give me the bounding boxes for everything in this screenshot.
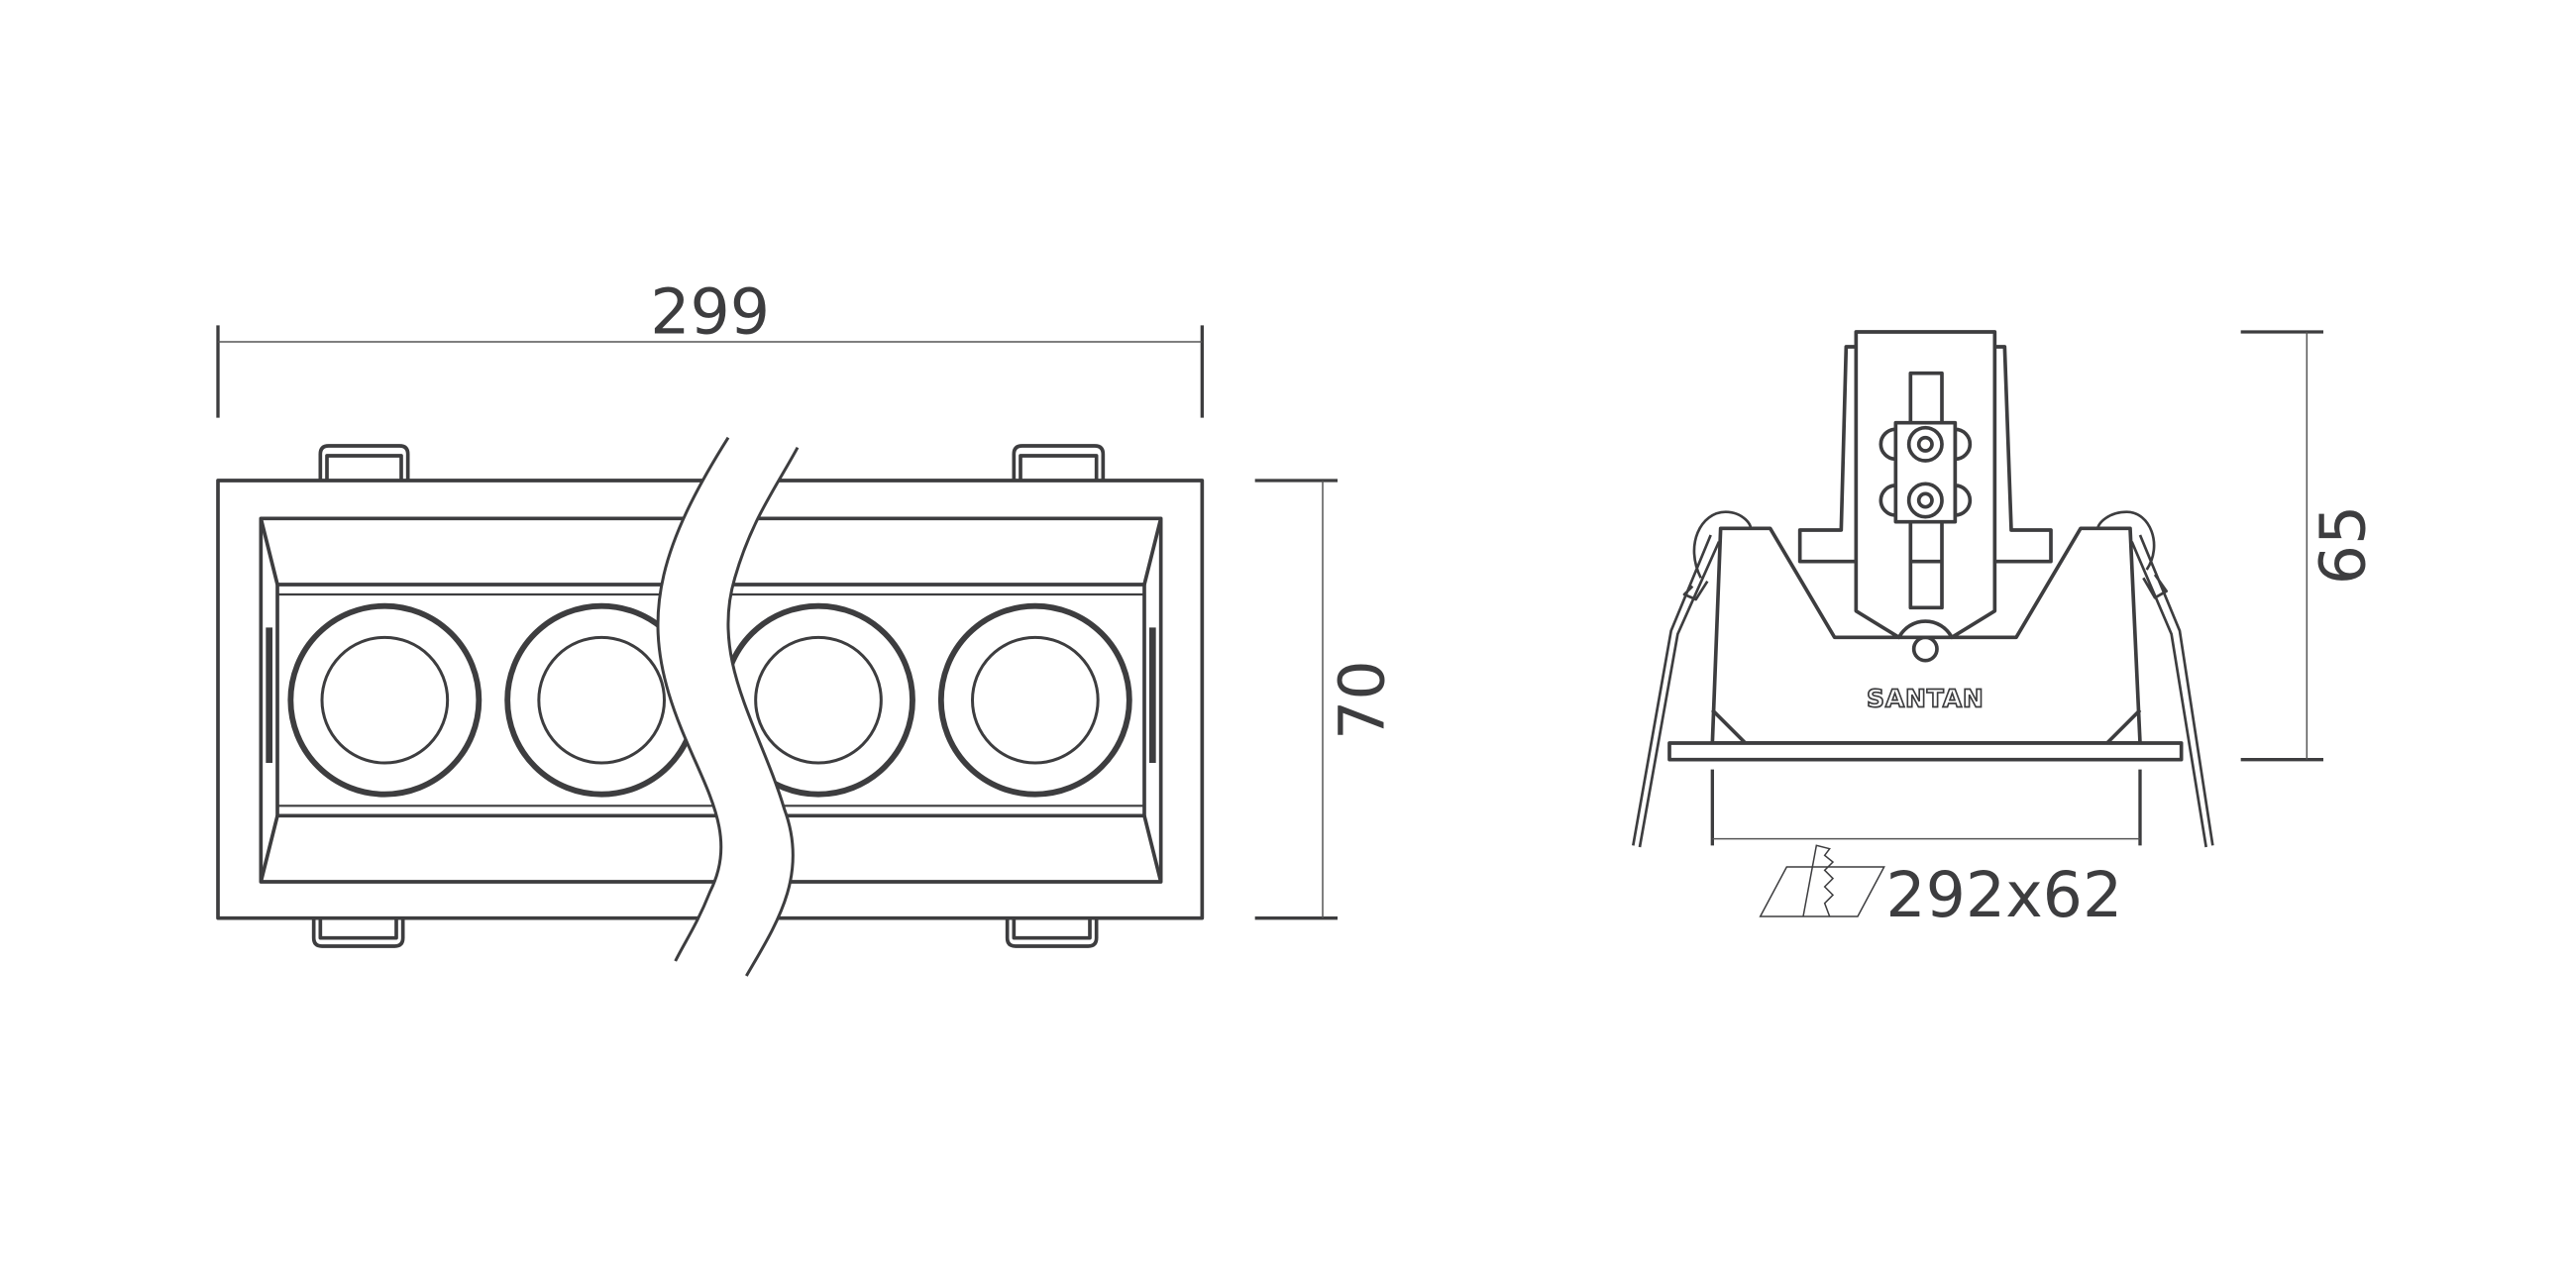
lens-inner-ring <box>971 635 1100 765</box>
width-dimension-label: 299 <box>650 275 770 349</box>
lens-inner-ring <box>754 635 883 765</box>
mounting-tab <box>311 917 405 948</box>
cutout-saw-icon <box>1759 844 1885 917</box>
height-dimension: 70 <box>1254 479 1399 920</box>
depth-dimension: 65 <box>2240 330 2380 762</box>
depth-dimension-label: 65 <box>2307 505 2380 586</box>
side-view: SANTAN 65 292x62 <box>1632 330 2380 931</box>
cutout-dimension-label: 292x62 <box>1885 858 2122 931</box>
screw-icon <box>1906 482 1944 519</box>
trim-plate <box>1667 741 2184 762</box>
lens-inner-ring <box>320 635 450 765</box>
mounting-tab <box>1012 444 1106 481</box>
lens-outer-ring <box>937 602 1132 798</box>
height-dimension-label: 70 <box>1326 660 1399 740</box>
front-view: 299 70 <box>216 275 1399 977</box>
mounting-tab <box>318 444 410 481</box>
cutout-dimension: 292x62 <box>1710 769 2142 931</box>
lens-inner-ring <box>537 635 666 765</box>
lens-outer-ring <box>287 602 483 798</box>
brand-logo: SANTAN <box>1867 684 1985 712</box>
spring-clip-right <box>2095 510 2214 848</box>
screw-icon <box>1906 425 1944 463</box>
mounting-tab <box>1005 917 1099 948</box>
width-dimension: 299 <box>216 275 1204 418</box>
break-symbol <box>658 437 798 977</box>
spring-clip-left <box>1632 510 1753 848</box>
lens-row <box>287 602 1132 798</box>
